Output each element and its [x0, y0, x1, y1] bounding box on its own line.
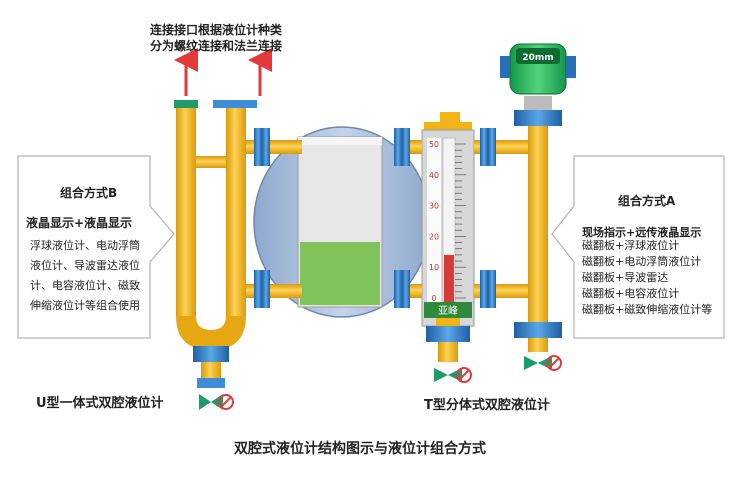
left-box-body: 浮球液位计、电动浮筒 液位计、导波雷达液位 计、电容液位计、磁致 伸缩液位计等组… — [30, 236, 140, 316]
right-box-line: 磁翻板+电动浮筒液位计 — [582, 255, 702, 268]
connection-arrows — [174, 48, 272, 96]
right-box-body: 磁翻板+浮球液位计 磁翻板+电动浮筒液位计 磁翻板+导波雷达 磁翻板+电容液位计… — [582, 238, 712, 318]
right-box-heading: 组合方式A — [618, 194, 676, 208]
gauge-brand-label: 亚峰 — [438, 305, 458, 317]
gauge-scale-label: 0 — [431, 294, 436, 303]
gauge-scale-label: 50 — [429, 140, 439, 149]
left-box-line: 计、电容液位计、磁致 — [30, 279, 140, 292]
diagram-caption: 双腔式液位计结构图示与液位计组合方式 — [234, 441, 486, 457]
left-box-line: 浮球液位计、电动浮筒 — [30, 239, 140, 252]
tank-vessel — [253, 126, 431, 318]
gauge-scale-label: 30 — [429, 202, 439, 211]
right-box-line: 磁翻板+浮球液位计 — [582, 239, 680, 252]
t-type-gauge: 20mm — [394, 43, 576, 371]
left-box-line: 液位计、导波雷达液位 — [30, 259, 140, 272]
gauge-level-fill — [444, 254, 454, 302]
right-box-line: 磁翻板+电容液位计 — [582, 287, 680, 300]
gauge-scale-label: 40 — [429, 171, 439, 180]
gauge-scale-label: 20 — [429, 232, 439, 241]
u-type-gauge — [174, 100, 302, 410]
top-note-line-1: 连接接口根据液位计种类 — [150, 23, 283, 37]
top-note: 连接接口根据液位计种类 分为螺纹连接和法兰连接 — [150, 22, 282, 54]
flap-gauge: 50 40 30 20 10 0 亚峰 — [421, 112, 475, 383]
right-box-line: 磁翻板+磁致伸缩液位计等 — [582, 303, 713, 316]
right-box-subheading: 现场指示+远传液晶显示 — [582, 226, 702, 239]
right-box-line: 磁翻板+导波雷达 — [582, 271, 669, 284]
top-note-line-2: 分为螺纹连接和法兰连接 — [150, 39, 283, 53]
right-callout-shape — [551, 155, 725, 339]
left-callout-shape — [17, 155, 175, 339]
tank-liquid — [300, 242, 380, 305]
gauge-scale-label: 10 — [429, 263, 439, 272]
left-box-heading: 组合方式B — [60, 186, 118, 200]
left-box-line: 伸缩液位计等组合使用 — [30, 299, 140, 312]
u-type-label: U型一体式双腔液位计 — [36, 396, 164, 411]
left-box-subheading: 液晶显示+液晶显示 — [26, 216, 133, 230]
t-type-label: T型分体式双腔液位计 — [424, 398, 550, 413]
transmitter-display: 20mm — [522, 53, 553, 63]
